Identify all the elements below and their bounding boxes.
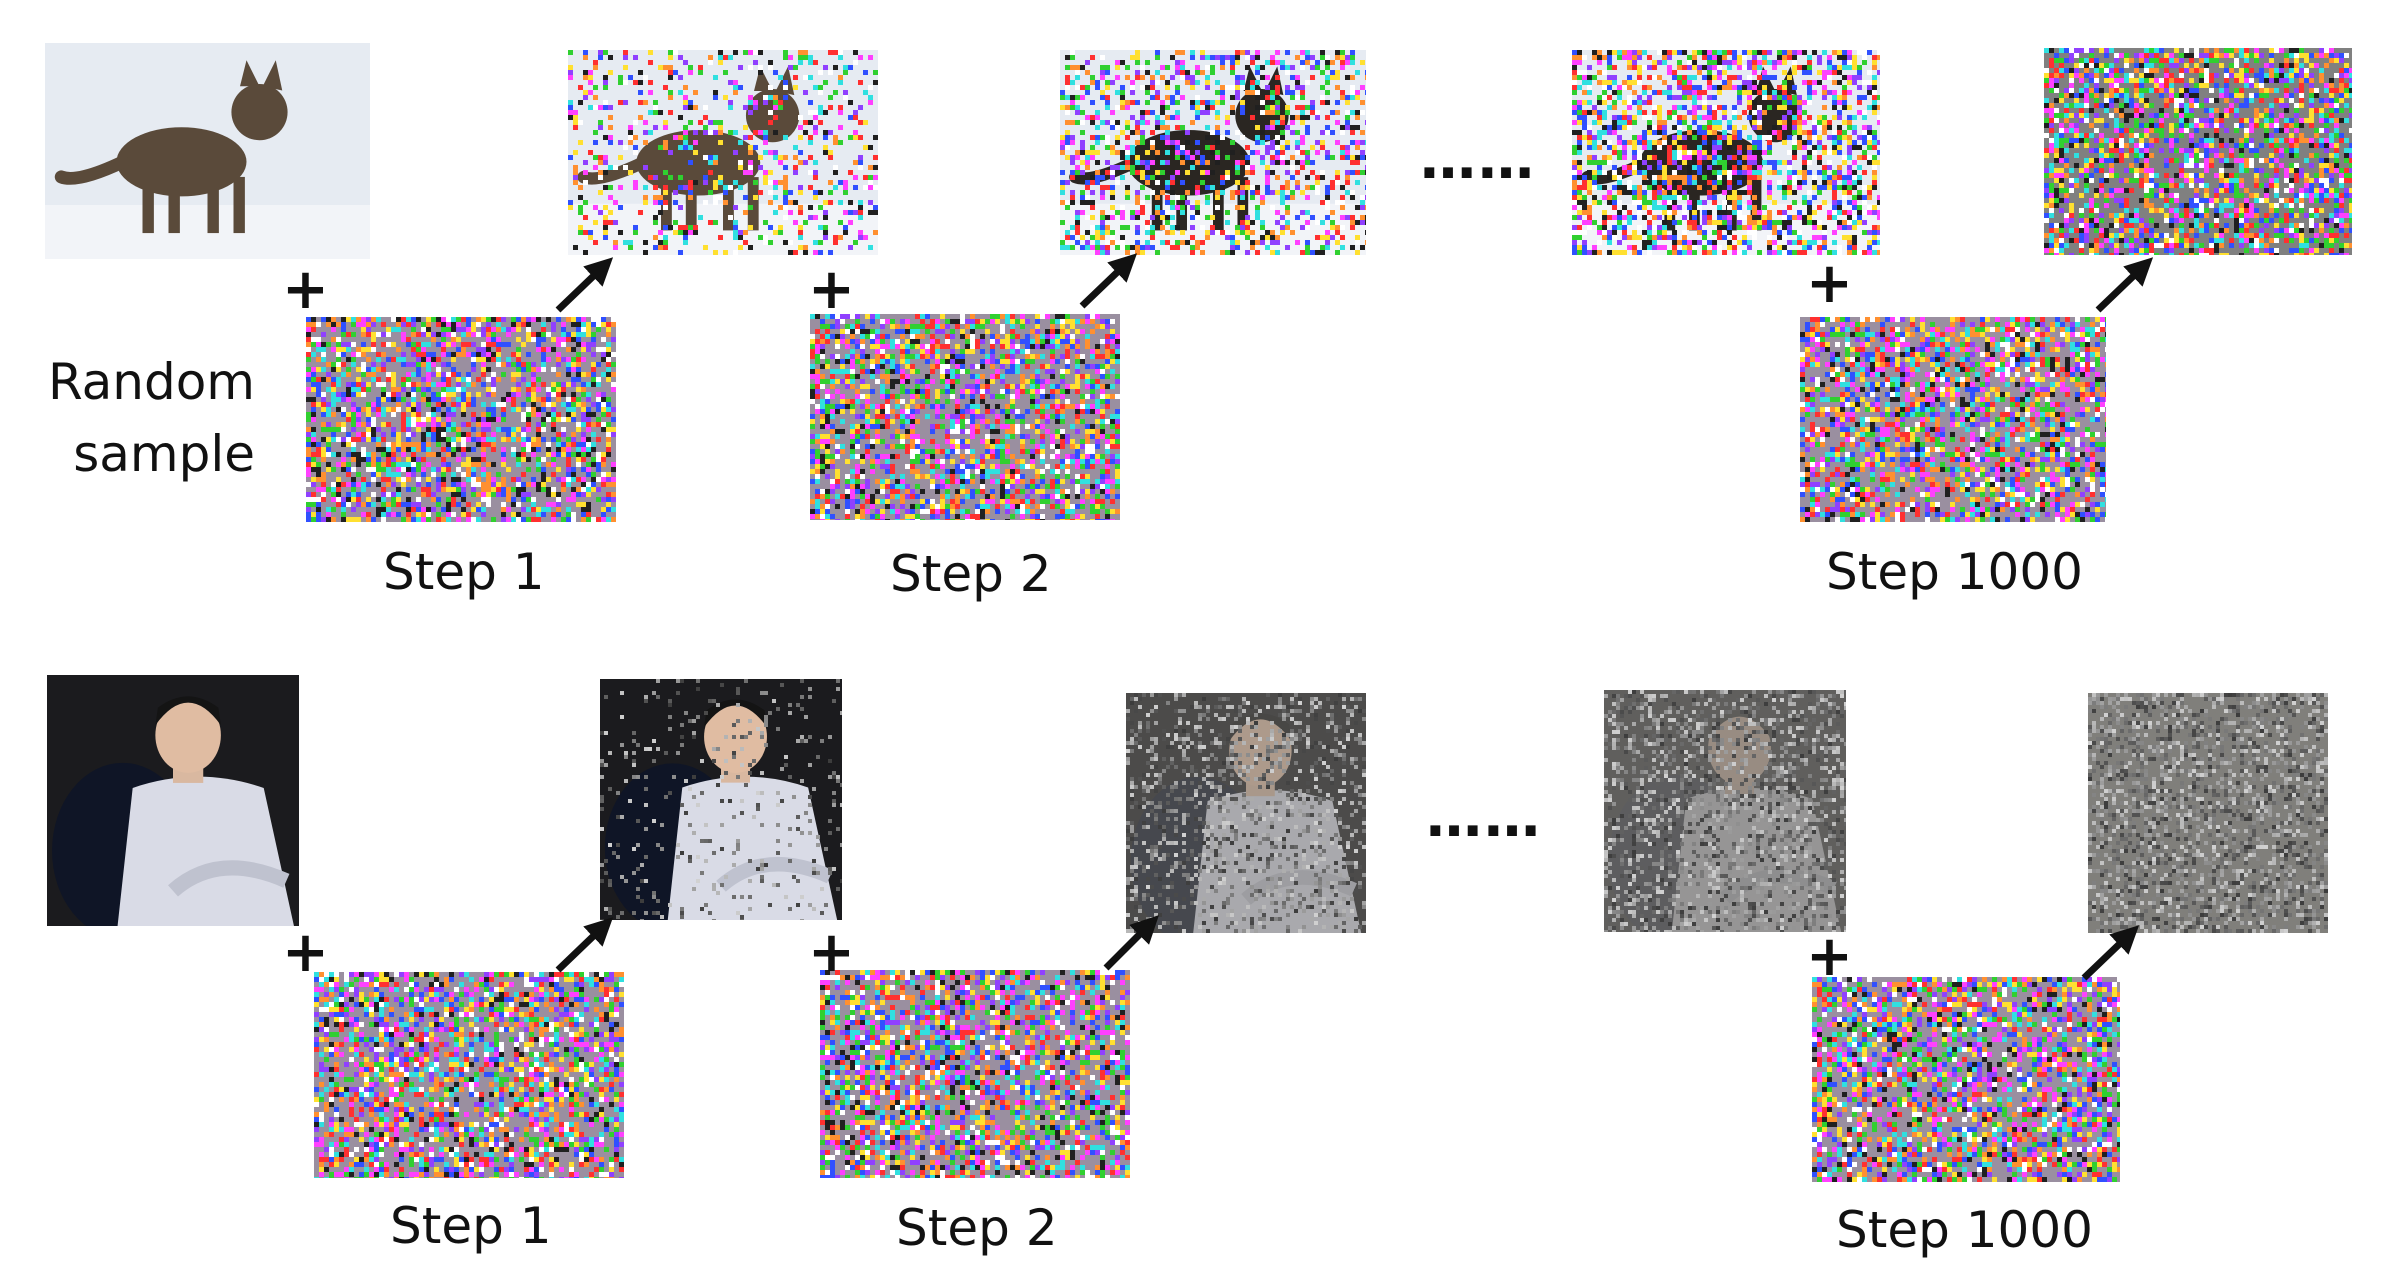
noise-sample-step-1000: [1812, 977, 2120, 1182]
random-sample-line2: sample: [40, 418, 255, 490]
cat-image-pure-noise: [2044, 48, 2352, 255]
arrow-icon: [1079, 253, 1138, 309]
arrow-icon: [2081, 925, 2140, 981]
plus-sign: +: [808, 262, 855, 318]
step-label: Step 2: [896, 1199, 1058, 1257]
plus-sign: +: [1806, 929, 1853, 985]
cat-image-noised-step-999: [1572, 50, 1880, 255]
ellipsis: ……: [1426, 790, 1542, 846]
noise-sample-step-2: [820, 970, 1130, 1178]
arrow-icon: [555, 257, 614, 313]
noise-sample-step-1: [314, 972, 624, 1178]
person-image-pure-noise: [2088, 693, 2328, 933]
ellipsis: ……: [1420, 132, 1536, 188]
random-sample-line1: Random: [40, 346, 255, 418]
step-label: Step 1: [383, 543, 545, 601]
plus-sign: +: [808, 925, 855, 981]
noise-sample-step-1: [306, 317, 616, 522]
person-image-original: [47, 675, 299, 926]
person-image-noised-step-2: [1126, 693, 1366, 933]
cat-image-noised-step-2: [1060, 50, 1366, 255]
random-sample-label: Random sample: [40, 346, 255, 490]
step-label: Step 1: [390, 1197, 552, 1255]
arrow-icon: [555, 917, 614, 973]
noise-sample-step-2: [810, 314, 1120, 520]
plus-sign: +: [1806, 256, 1853, 312]
arrow-icon: [2095, 257, 2154, 313]
step-label: Step 1000: [1826, 543, 2083, 601]
person-image-noised-step-1: [600, 679, 842, 920]
cat-image-noised-step-1: [568, 50, 878, 255]
step-label: Step 1000: [1836, 1201, 2093, 1259]
plus-sign: +: [282, 925, 329, 981]
person-image-noised-step-999: [1604, 690, 1846, 932]
noise-sample-step-1000: [1800, 317, 2106, 522]
plus-sign: +: [282, 262, 329, 318]
cat-image-original: [45, 43, 370, 259]
step-label: Step 2: [890, 545, 1052, 603]
